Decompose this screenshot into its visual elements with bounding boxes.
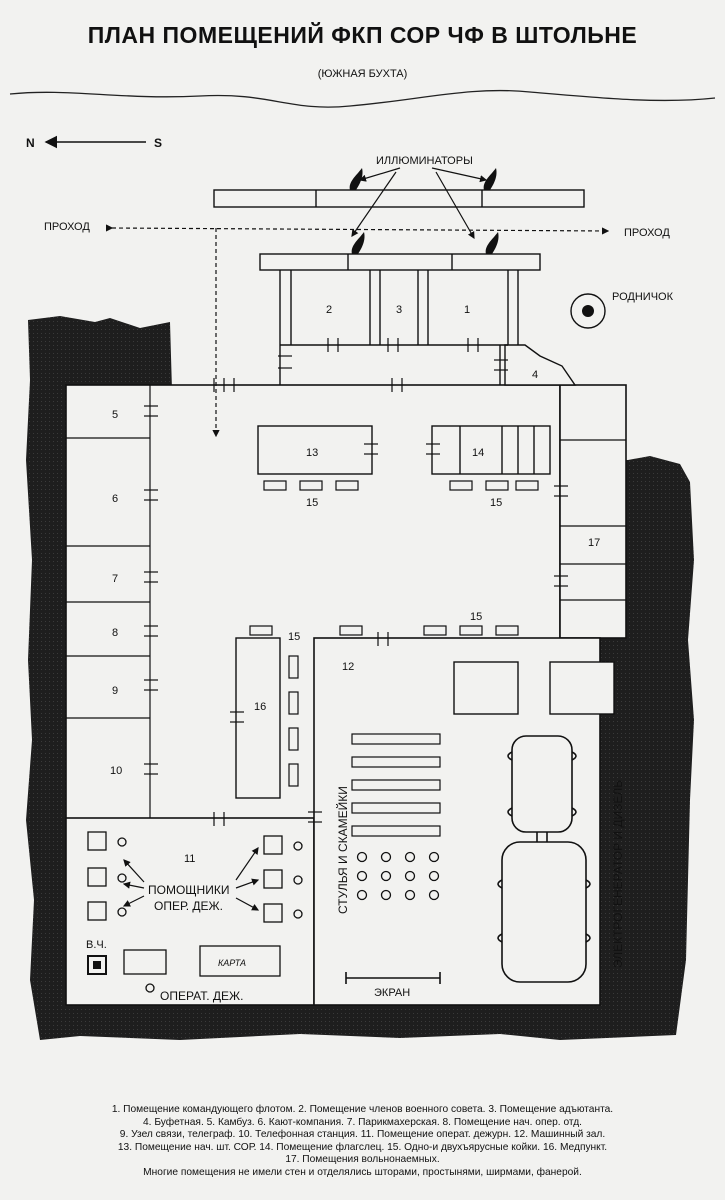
legend-line: 9. Узел связи, телеграф. 10. Телефонная … [119,1129,606,1141]
label-spring: РОДНИЧОК [612,291,674,303]
label-passage-right: ПРОХОД [624,227,670,239]
label-chairs: СТУЛЬЯ И СКАМЕЙКИ [335,786,350,914]
legend: 1. Помещение командующего флотом. 2. Пом… [20,1104,705,1180]
room-13-label: 13 [306,447,318,459]
porthole-bar-upper [213,189,585,208]
room-11-label: 11 [184,853,195,865]
room-16 [235,637,281,799]
label-assistants-1: ПОМОЩНИКИ [148,883,229,897]
room-14-label: 14 [472,447,484,459]
label-assistants-2: ОПЕР. ДЕЖ. [154,899,223,913]
room-16-label: 16 [254,701,266,713]
spring-circle [570,293,606,329]
generator [497,735,591,983]
label-passage-left: ПРОХОД [44,221,90,233]
room-1-label: 1 [464,304,470,316]
label-map: КАРТА [218,958,246,968]
label-screen: ЭКРАН [374,987,410,999]
room-15c-label: 15 [470,611,482,623]
label-portholes: ИЛЛЮМИНАТОРЫ [376,155,473,167]
room-8-label: 8 [112,627,118,639]
legend-line: 1. Помещение командующего флотом. 2. Пом… [111,1104,614,1115]
room-4 [504,344,577,386]
room-15d-label: 15 [288,631,300,643]
room-7-label: 7 [112,573,118,585]
coastline [9,89,716,108]
legend-line: Многие помещения не имели стен и отделял… [143,1166,582,1178]
room-15b-label: 15 [490,497,502,509]
legend-line: 17. Помещения вольнонаемных. [285,1154,440,1166]
room-14 [431,425,551,475]
compass-south: S [154,136,162,150]
room-13 [257,425,373,475]
label-duty-officer: ОПЕРАТ. ДЕЖ. [160,989,243,1003]
room-3-label: 3 [396,304,402,316]
floor-plan: N S ИЛЛЮМИНАТОРЫ ПРОХОД ПРОХОД РОДНИЧОК … [9,89,716,1040]
room-15a-label: 15 [306,497,318,509]
bunks [249,480,539,787]
room-12-label: 12 [342,661,354,673]
porthole-bar-lower [259,253,541,271]
room-9-label: 9 [112,685,118,697]
room-10-label: 10 [110,765,122,777]
room-17-label: 17 [588,537,600,549]
benches [351,733,441,837]
page-subtitle: (ЮЖНАЯ БУХТА) [317,68,408,80]
label-generator: ЭЛЕКТРОГЕНЕРАТОР И ДИЗЕЛЬ [611,780,625,968]
legend-line: 13. Помещение нач. шт. СОР. 14. Помещени… [117,1141,608,1153]
chairs [356,851,440,901]
room-5-label: 5 [112,409,118,421]
label-hf: В.Ч. [86,939,107,951]
page-title: ПЛАН ПОМЕЩЕНИЙ ФКП СОР ЧФ В ШТОЛЬНЕ [87,22,638,48]
compass-north: N [26,136,35,150]
room-2-label: 2 [326,304,332,316]
legend-line: 4. Буфетная. 5. Камбуз. 6. Кают-компания… [143,1116,582,1128]
room-4-label: 4 [532,369,538,381]
room-6-label: 6 [112,493,118,505]
